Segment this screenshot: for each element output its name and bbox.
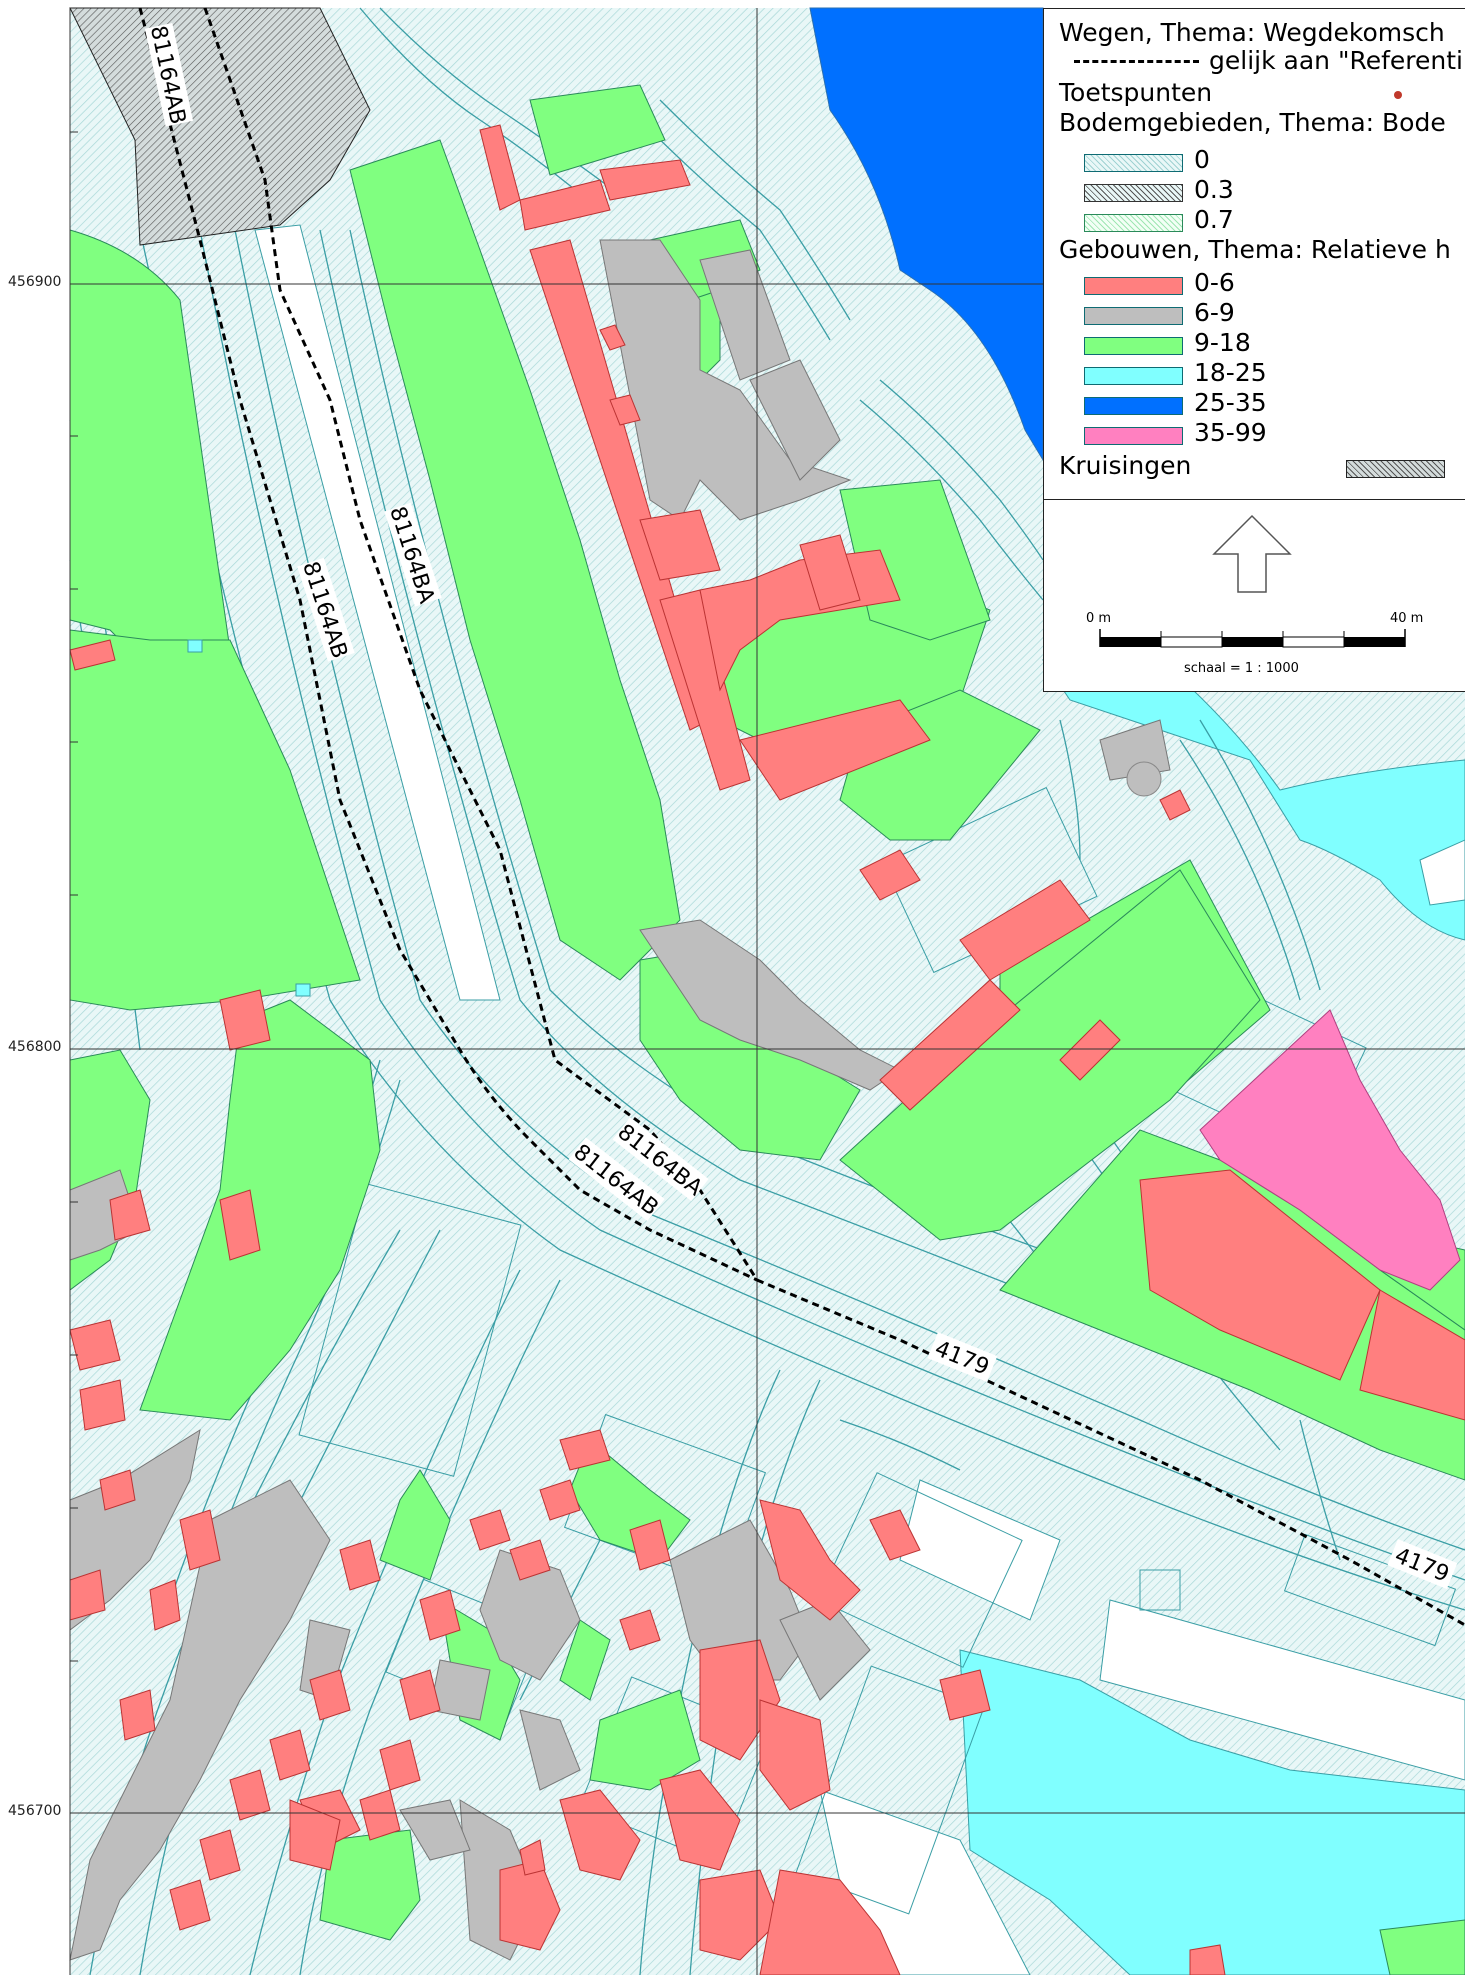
road-dashed-lines [138,7,1465,1627]
legend-swatch-soil-03 [1084,184,1183,202]
road-east-2 [1099,1599,1465,1781]
legend-soil-title: Bodemgebieden, Thema: Bode [1059,108,1446,137]
grey-dot [1126,761,1162,797]
legend-building-label-6-9: 6-9 [1194,298,1235,327]
legend-swatch-soil-0 [1084,154,1183,172]
legend-swatch-crossings [1346,460,1445,478]
legend-building-label-9-18: 9-18 [1194,328,1251,357]
buildings-9-18 [69,84,1465,1975]
water-area [809,7,1044,462]
scale-label-start: 0 m [1086,611,1112,626]
map-legend: Wegen, Thema: Wegdekomsch gelijk aan "Re… [1043,8,1465,692]
legend-swatch-building-25-35 [1084,397,1183,415]
legend-roads-title: Wegen, Thema: Wegdekomsch [1059,18,1445,47]
cyan-building-2 [295,983,311,997]
road-channel [254,224,501,1001]
legend-swatch-building-18-25 [1084,367,1183,385]
legend-building-label-18-25: 18-25 [1194,358,1267,387]
scale-bar [1099,629,1406,648]
north-arrow-icon [1212,514,1292,593]
legend-building-label-25-35: 25-35 [1194,388,1267,417]
legend-roads-item: gelijk aan "Referenti [1209,46,1463,75]
legend-building-label-0-6: 0-6 [1194,268,1235,297]
legend-divider [1044,499,1465,500]
buildings-6-9 [69,239,1171,1961]
scale-caption: schaal = 1 : 1000 [1184,661,1299,676]
legend-soil-label-0: 0 [1194,145,1210,174]
scale-label-end: 40 m [1390,611,1424,626]
legend-building-label-35-99: 35-99 [1194,418,1267,447]
legend-swatch-soil-07 [1084,214,1183,232]
test-point-icon [1394,91,1402,99]
legend-crossings: Kruisingen [1059,451,1192,480]
cyan-building-1 [187,639,203,653]
legend-swatch-building-0-6 [1084,277,1183,295]
y-coordinate-label-456900: 456900 [8,274,62,290]
legend-buildings-title: Gebouwen, Thema: Relatieve h [1059,235,1451,264]
legend-swatch-building-6-9 [1084,307,1183,325]
legend-soil-label-03: 0.3 [1194,175,1234,204]
legend-swatch-building-35-99 [1084,427,1183,445]
legend-test-points: Toetspunten [1059,78,1213,107]
legend-dashed-road-symbol [1074,60,1199,63]
building-35-99 [1199,1009,1461,1291]
white-parcel-east [1419,839,1465,906]
y-coordinate-label-456800: 456800 [8,1039,62,1055]
crossing-area [69,7,371,246]
legend-soil-label-07: 0.7 [1194,205,1234,234]
y-coordinate-label-456700: 456700 [8,1803,62,1819]
legend-swatch-building-9-18 [1084,337,1183,355]
buildings-0-6 [69,124,1465,1975]
